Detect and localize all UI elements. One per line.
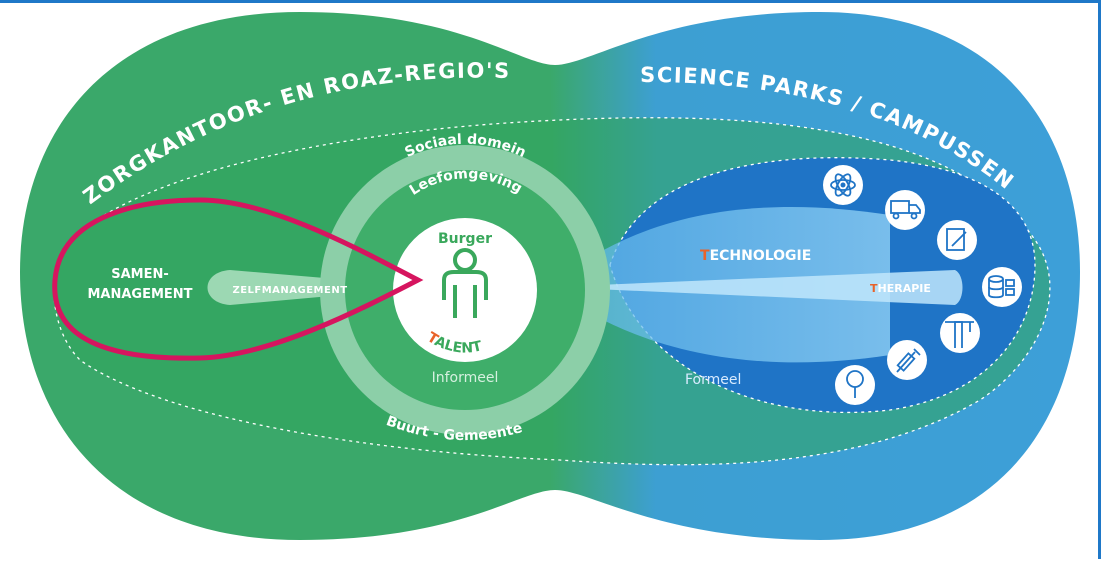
highlight-loop [52,197,424,361]
formal-label: Formeel [685,372,741,388]
technology-label: TECHNOLOGIE [700,248,811,264]
truck-icon [885,190,925,230]
samen-label: SAMEN- [111,267,169,282]
self-management-label: ZELFMANAGEMENT [232,285,347,296]
syringe-icon [887,340,927,380]
top-border [0,0,1101,3]
management-label: MANAGEMENT [87,287,192,302]
tree-icon [835,365,875,405]
self-management-beam [207,270,430,305]
atom-icon [823,165,863,205]
crane-icon [940,313,980,353]
person-icon [442,248,488,318]
database-icon [982,267,1022,307]
therapy-label: THERAPIE [870,282,931,295]
citizen-label: Burger [438,231,492,247]
informal-label: Informeel [432,370,499,386]
therapy-beam [550,270,963,305]
right-border [1098,0,1101,559]
document-edit-icon [937,220,977,260]
citizen-circle [393,218,537,362]
